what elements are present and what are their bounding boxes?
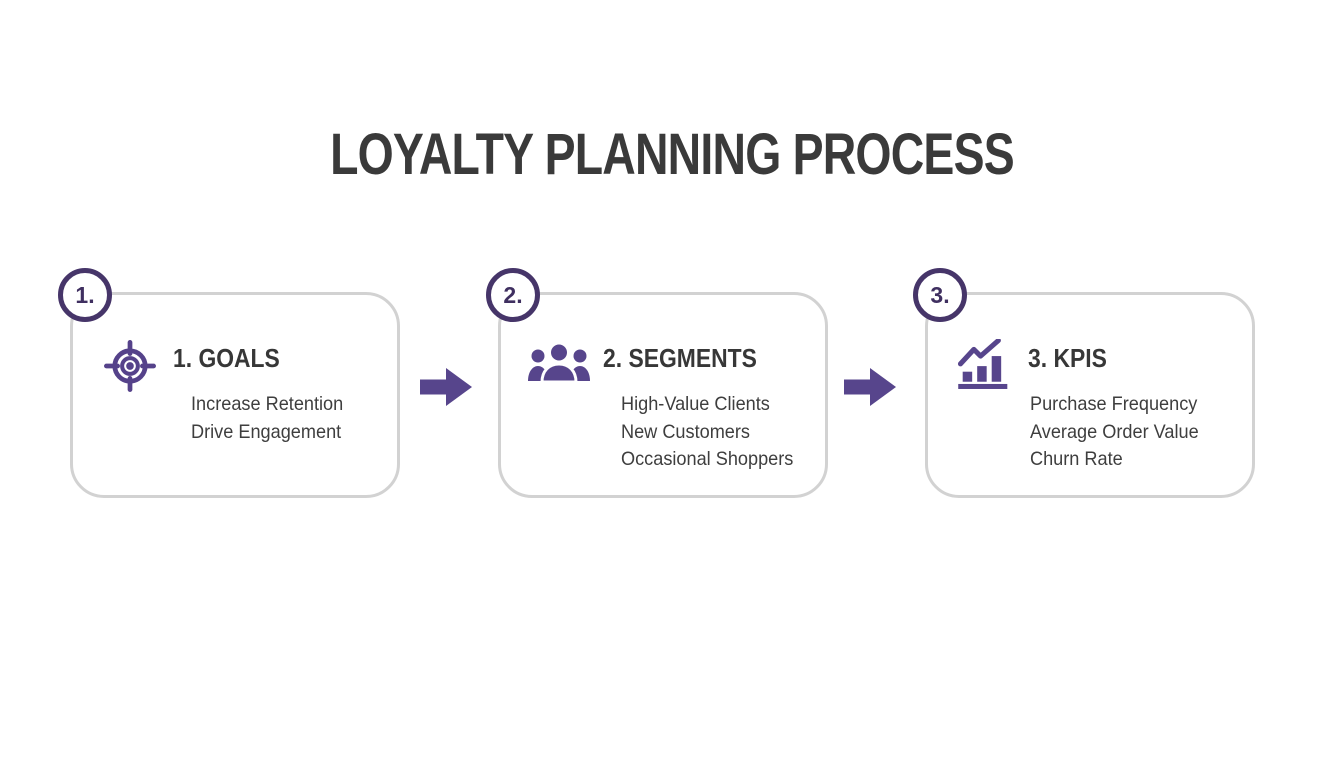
card-item-list: High-Value Clients New Customers Occasio…: [621, 391, 793, 474]
target-icon: [99, 337, 161, 446]
list-item: Occasional Shoppers: [621, 448, 794, 470]
card-item-list: Increase Retention Drive Engagement: [191, 391, 343, 446]
list-item: Purchase Frequency: [1030, 393, 1198, 415]
page-title: LOYALTY PLANNING PROCESS: [330, 122, 1015, 187]
step-number-badge: 1.: [58, 268, 112, 322]
list-item: Churn Rate: [1030, 448, 1123, 470]
step-number-badge: 2.: [486, 268, 540, 322]
list-item: Average Order Value: [1030, 420, 1199, 443]
card-content: 1. GOALS Increase Retention Drive Engage…: [73, 295, 397, 446]
step-number-badge: 3.: [913, 268, 967, 322]
right-arrow-icon: [844, 368, 896, 406]
list-item: High-Value Clients: [621, 393, 770, 415]
card-content: 3. KPIS Purchase Frequency Average Order…: [928, 295, 1252, 474]
list-item: New Customers: [621, 420, 750, 443]
card-text: 1. GOALS Increase Retention Drive Engage…: [173, 337, 355, 446]
step-card-goals: 1. 1. GOALS Increa: [58, 268, 400, 498]
card-item-list: Purchase Frequency Average Order Value C…: [1030, 391, 1199, 474]
bar-chart-icon: [954, 337, 1016, 474]
step-card-kpis: 3. 3. KPIS Purchase Frequency Aver: [913, 268, 1255, 498]
list-item: Increase Retention: [191, 393, 344, 415]
step-card-segments: 2. 2. SEGMENTS High-Value Clients: [486, 268, 828, 498]
card-text: 3. KPIS Purchase Frequency Average Order…: [1028, 337, 1211, 474]
card-text: 2. SEGMENTS High-Value Clients New Custo…: [603, 337, 806, 474]
right-arrow-icon: [420, 368, 472, 406]
card-heading: 2. SEGMENTS: [603, 343, 757, 373]
card-content: 2. SEGMENTS High-Value Clients New Custo…: [501, 295, 825, 474]
card-heading: 1. GOALS: [173, 343, 280, 373]
card-heading: 3. KPIS: [1028, 343, 1107, 373]
people-icon: [527, 337, 591, 474]
list-item: Drive Engagement: [191, 420, 342, 443]
